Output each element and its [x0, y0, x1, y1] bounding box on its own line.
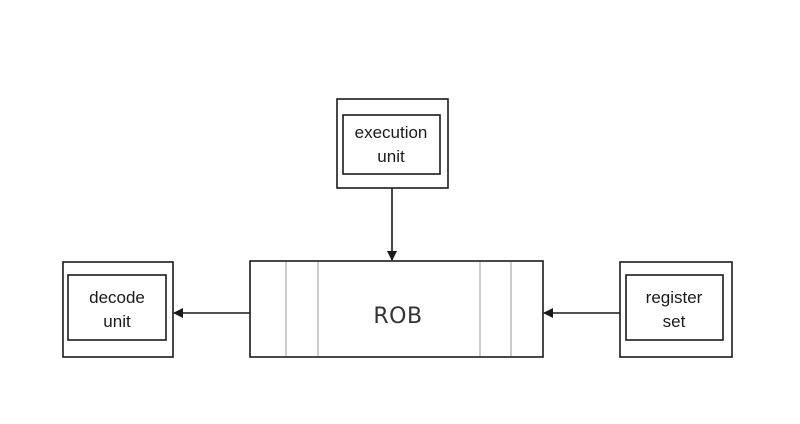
execution-unit-label-line2: unit	[377, 147, 405, 166]
register-set-outer-box	[619, 261, 733, 358]
register-set-block: register set	[619, 261, 733, 358]
decode-unit-label-line1: decode	[89, 288, 145, 307]
decode-unit-inner-box	[67, 274, 167, 341]
execution-unit-inner-box	[342, 114, 441, 175]
decode-unit-outer-box	[62, 261, 174, 358]
decode-unit-label-line2: unit	[103, 312, 131, 331]
register-set-label-line1: register	[646, 288, 703, 307]
register-set-label-line2: set	[663, 312, 686, 331]
register-set-inner-box	[625, 274, 724, 341]
rob-label: ROB	[373, 304, 422, 329]
rob-block: ROB	[249, 260, 544, 358]
decode-unit-block: decode unit	[62, 261, 174, 358]
execution-unit-label-line1: execution	[355, 123, 428, 142]
execution-unit-block: execution unit	[336, 98, 449, 189]
